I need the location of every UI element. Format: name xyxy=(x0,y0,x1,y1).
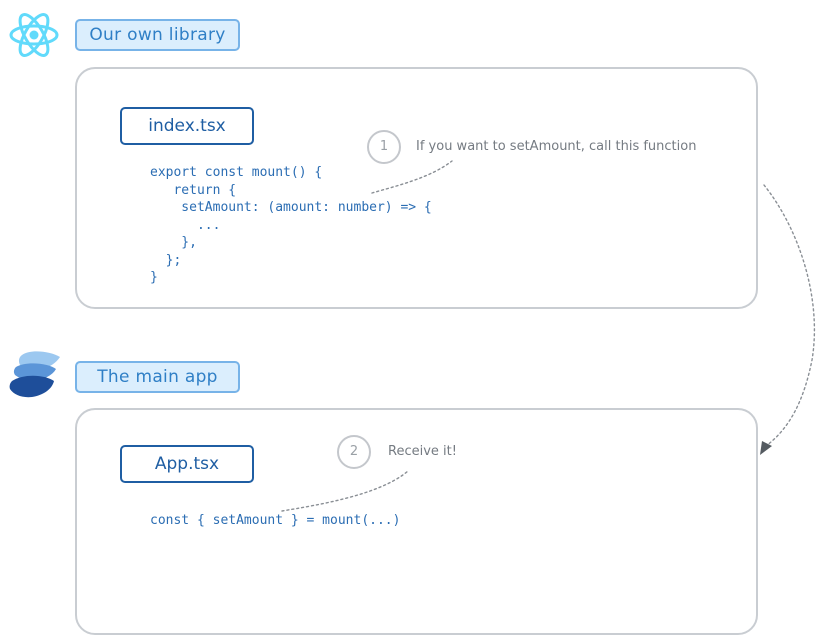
file-name-app: App.tsx xyxy=(120,445,254,483)
code-line: }, xyxy=(150,235,197,250)
app-code: const { setAmount } = mount(...) xyxy=(150,512,400,530)
flow-arrowhead-icon xyxy=(760,441,772,455)
flow-arrow-line xyxy=(763,184,816,447)
layered-stack-logo-icon xyxy=(9,351,60,398)
file-name-index: index.tsx xyxy=(120,107,254,145)
react-logo-icon xyxy=(9,13,59,57)
code-line: export const mount() { xyxy=(150,165,323,180)
annotation-1-pointer xyxy=(371,160,453,194)
code-line: } xyxy=(150,270,158,285)
step-1-annotation: If you want to setAmount, call this func… xyxy=(416,139,697,154)
annotation-2-pointer xyxy=(281,470,409,512)
code-line: }; xyxy=(150,252,182,268)
code-line: setAmount: (amount: number) => { xyxy=(150,200,432,215)
section-label-library: Our own library xyxy=(75,19,240,51)
code-line: return { xyxy=(150,182,237,198)
section-label-app: The main app xyxy=(75,361,240,393)
step-2-annotation: Receive it! xyxy=(388,444,457,459)
step-1-badge: 1 xyxy=(367,130,401,164)
code-line: const { setAmount } = mount(...) xyxy=(150,513,401,528)
step-2-badge: 2 xyxy=(337,435,371,469)
library-code: export const mount() { return { setAmoun… xyxy=(150,164,432,287)
code-line: ... xyxy=(150,217,221,233)
